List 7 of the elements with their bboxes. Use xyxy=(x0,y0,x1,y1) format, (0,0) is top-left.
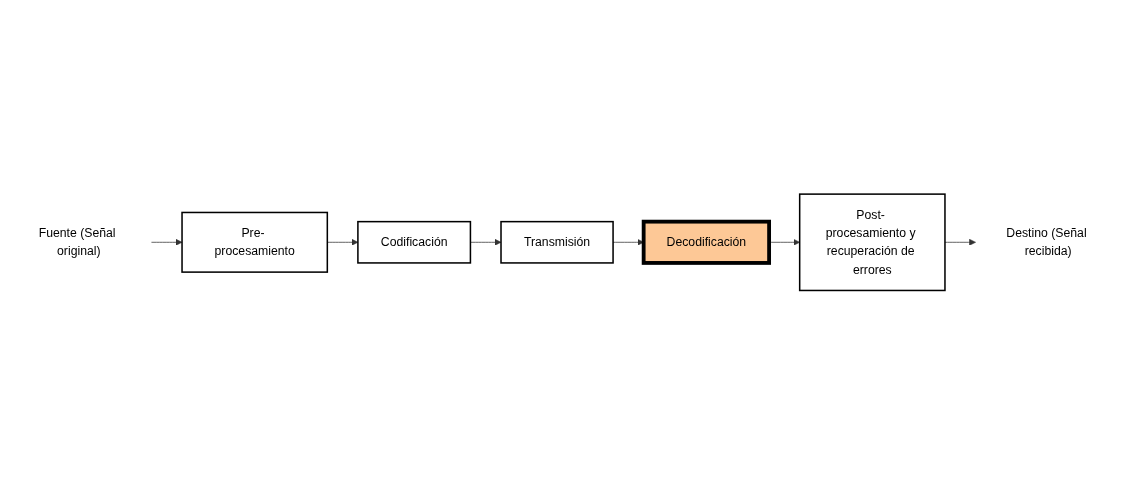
node-box: Decodificación xyxy=(641,219,771,266)
node-text: Destino (Señal recibida) xyxy=(1006,226,1087,258)
node-box: Pre- procesamiento xyxy=(181,211,329,274)
node-box: Post- procesamiento y recuperación de errores xyxy=(798,193,946,292)
node-text: Fuente (Señal original) xyxy=(38,226,116,258)
node-box: Codificación xyxy=(357,221,472,264)
node-box: Transmisión xyxy=(500,221,614,264)
